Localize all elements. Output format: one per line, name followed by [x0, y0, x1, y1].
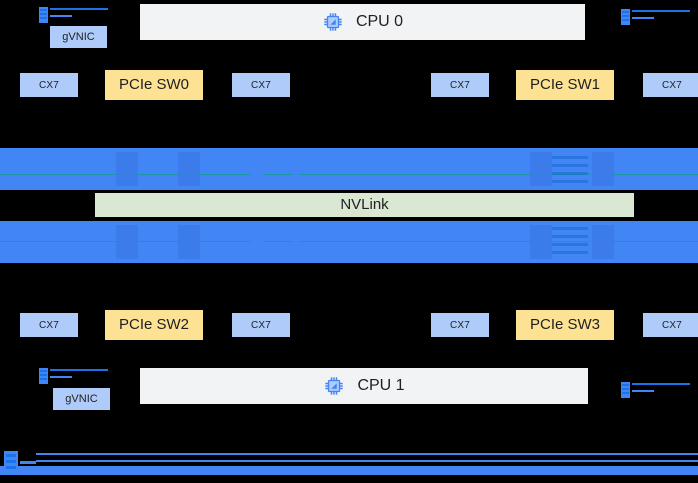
cx7-label: CX7 [449, 79, 471, 91]
nvlink-box[interactable]: NVLink [95, 193, 634, 217]
port-link-line-secondary [50, 15, 72, 17]
cx7-nic-box-7[interactable]: CX7 [643, 313, 698, 337]
gpu-detail-line [552, 180, 588, 183]
pcie-switch-label: PCIe SW3 [529, 315, 601, 333]
pcie-switch-box-1[interactable]: PCIe SW1 [516, 70, 614, 100]
port-link-line [632, 10, 690, 12]
cx7-nic-box-0[interactable]: CX7 [20, 73, 78, 97]
gpu-link-line [300, 241, 590, 242]
gpu-row-upper[interactable] [0, 148, 698, 190]
cx7-label: CX7 [449, 319, 471, 331]
gvnic-label: gVNIC [62, 30, 95, 43]
port-link-line-secondary [632, 390, 654, 392]
cpu-label: CPU 0 [355, 13, 404, 31]
gpu-glyph [116, 225, 138, 259]
fabric-bar[interactable] [0, 466, 698, 475]
pcie-switch-box-3[interactable]: PCIe SW3 [516, 310, 614, 340]
fabric-link-line-mid [36, 460, 698, 462]
gpu-link-line [610, 241, 698, 242]
gpu-detail-line [552, 156, 588, 159]
gpu-glyph [178, 225, 200, 259]
port-link-line [50, 369, 108, 371]
gpu-detail-line [552, 164, 588, 167]
cx7-nic-box-6[interactable]: CX7 [431, 313, 489, 337]
gpu-link-line [610, 174, 698, 175]
gpu-glyph [116, 152, 138, 186]
gvnic-label: gVNIC [65, 392, 98, 405]
network-port-icon-bottom-left [38, 365, 108, 384]
cx7-nic-box-5[interactable]: CX7 [232, 313, 290, 337]
pcie-switch-box-0[interactable]: PCIe SW0 [105, 70, 203, 100]
cx7-nic-box-4[interactable]: CX7 [20, 313, 78, 337]
cx7-nic-box-3[interactable]: CX7 [643, 73, 698, 97]
gpu-detail-line [552, 243, 588, 246]
cpu-chip-icon [323, 375, 345, 397]
gpu-link-line [263, 174, 293, 175]
pcie-switch-label: PCIe SW2 [118, 315, 190, 333]
cx7-label: CX7 [250, 79, 272, 91]
gpu-detail-line [552, 235, 588, 238]
gpu-glyph [178, 152, 200, 186]
gpu-glyph [530, 225, 552, 259]
gpu-link-line [300, 174, 590, 175]
gpu-glyph [592, 225, 614, 259]
pcie-switch-label: PCIe SW0 [118, 75, 190, 93]
gpu-row-lower[interactable] [0, 221, 698, 263]
gvnic-box-1[interactable]: gVNIC [53, 388, 110, 410]
gpu-detail-line [552, 251, 588, 254]
network-port-icon [620, 6, 634, 25]
port-link-line [632, 383, 690, 385]
network-switch-icon [2, 448, 36, 478]
pcie-switch-box-2[interactable]: PCIe SW2 [105, 310, 203, 340]
network-port-icon-top-left [38, 4, 108, 23]
cx7-label: CX7 [38, 319, 60, 331]
network-port-icon-bottom-right [620, 379, 690, 398]
gpu-detail-line [552, 172, 588, 175]
nvlink-label: NVLink [340, 195, 389, 213]
fabric-link-line-top [36, 453, 698, 455]
cx7-label: CX7 [661, 79, 683, 91]
network-port-icon [38, 365, 52, 384]
cx7-label: CX7 [661, 319, 683, 331]
network-port-icon-top-right [620, 6, 690, 25]
network-port-icon [38, 4, 52, 23]
cx7-nic-box-2[interactable]: CX7 [431, 73, 489, 97]
pcie-switch-label: PCIe SW1 [529, 75, 601, 93]
port-link-line [50, 8, 108, 10]
cx7-label: CX7 [250, 319, 272, 331]
cpu-box-1[interactable]: CPU 1 [140, 368, 588, 404]
cpu-label: CPU 1 [357, 377, 405, 395]
cx7-nic-box-1[interactable]: CX7 [232, 73, 290, 97]
cpu-chip-icon [322, 11, 344, 33]
port-link-line-secondary [50, 376, 72, 378]
gpu-detail-line [552, 227, 588, 230]
gpu-link-line [263, 241, 293, 242]
cpu-box-0[interactable]: CPU 0 [140, 4, 585, 40]
gpu-glyph [530, 152, 552, 186]
cx7-label: CX7 [38, 79, 60, 91]
gvnic-box-0[interactable]: gVNIC [50, 26, 107, 48]
network-port-icon [620, 379, 634, 398]
gpu-glyph [592, 152, 614, 186]
port-link-line-secondary [632, 17, 654, 19]
